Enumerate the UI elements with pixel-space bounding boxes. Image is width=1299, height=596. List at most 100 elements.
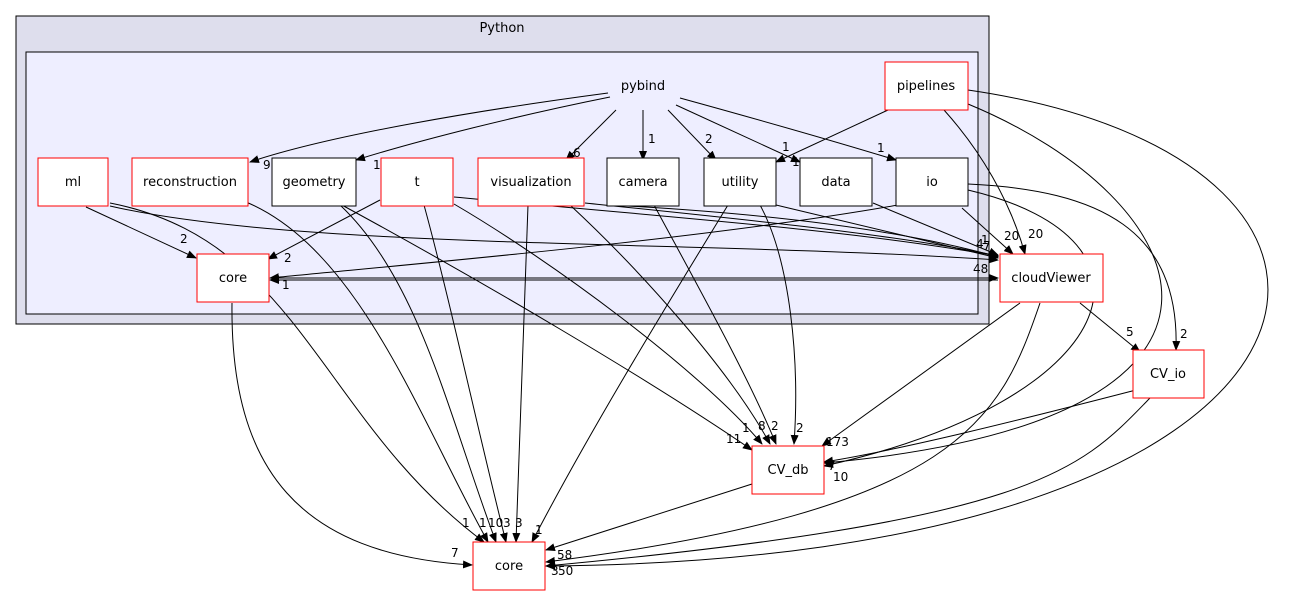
node-t-label: t [414,175,419,190]
node-camera[interactable]: camera [606,157,680,207]
edge-label: 9 [263,158,271,172]
edge-geometry-cvdb [339,203,753,451]
node-core-bottom-label: core [495,559,523,574]
edge-label: 173 [826,435,849,449]
edge-pybind-data [675,104,801,163]
edge-label: 1 [282,278,290,292]
edge-camera-cvdb [653,204,777,445]
edge-pybind-visualization [565,109,617,161]
edge-label: 2 [796,421,804,435]
node-data[interactable]: data [799,157,873,207]
edge-io-cvio [967,183,1181,351]
edge-utility-core [531,204,729,543]
edge-label: 3 [515,516,523,530]
edge-io-cloudviewer [961,207,1014,255]
edge-label: 48 [973,262,988,276]
node-utility-label: utility [722,175,759,190]
edge-visualization-cvdb [569,204,771,445]
edge-label: 1 [535,523,543,537]
edges [85,89,1269,570]
node-geometry[interactable]: geometry [271,157,357,207]
edge-t-cvdb [453,203,763,445]
edge-cloudviewer-cvio [1079,302,1141,353]
node-utility[interactable]: utility [703,157,777,207]
edge-label: 1 [648,132,656,146]
edge-cvio-core [545,397,1151,570]
edge-label: 58 [557,548,572,562]
edge-io-cvdb [823,189,1095,468]
node-visualization-label: visualization [490,175,571,190]
edge-pipelines-core [545,89,1269,570]
edge-label: 7 [828,459,836,473]
edge-label: 2 [180,232,188,246]
edge-pipelines-cloudviewer [943,109,1027,255]
edge-label: 8 [758,419,766,433]
node-t[interactable]: t [380,157,454,207]
edge-utility-cvdb [759,204,799,445]
edge-ml-core-bottom [109,202,485,543]
edge-label: 6 [573,146,581,160]
edge-ml-core [85,206,197,259]
edge-data-cloudviewer [872,202,999,256]
edge-ml-cloudviewer [109,205,999,264]
node-core-bottom[interactable]: core [472,541,546,591]
node-camera-label: camera [618,175,667,190]
node-ml[interactable]: ml [37,157,109,207]
edge-label: 10 [488,516,503,530]
edge-reconstruction-core [245,201,489,543]
edge-camera-cloudviewer [609,204,999,259]
node-reconstruction-label: reconstruction [143,175,237,190]
edge-labels: 9 1 6 1 2 1 1 1 20 20 2 2 1 48 4 1 7 5 2… [180,132,1188,578]
node-pybind-label: pybind [621,79,665,94]
edge-label: 2 [771,419,779,433]
edge-label: 20 [1004,229,1019,243]
edge-label: 2 [284,251,292,265]
node-io[interactable]: io [895,157,969,207]
edge-pipelines-utility [775,109,889,163]
edge-label: 1 [373,158,381,172]
node-pipelines[interactable]: pipelines [884,61,969,111]
node-io-label: io [926,175,938,190]
edge-geometry-core [339,204,497,543]
edge-label: 5 [1126,325,1134,339]
edge-pybind-geometry [355,96,611,162]
node-geometry-label: geometry [282,175,345,190]
edge-label: 1 [981,233,989,247]
edge-label: 3 [551,564,559,578]
node-cv-io-label: CV_io [1150,367,1186,382]
edge-label: 11 [726,432,741,446]
edge-cvdb-core [545,483,753,552]
edge-pybind-utility [667,109,717,161]
edge-visualization-core [512,204,529,543]
edge-label: 2 [1180,327,1188,341]
edge-cloudviewer-cvdb [821,302,1021,447]
node-data-label: data [821,175,850,190]
node-pybind[interactable]: pybind [621,79,665,94]
edge-t-core-bottom [423,204,508,543]
nodes: pybind pipelines ml reconstruction geome… [37,61,1205,591]
edge-core-inner-core [231,302,473,569]
edge-label: 7 [983,239,991,253]
edge-cloudviewer-core [545,302,1041,565]
node-cloudviewer[interactable]: cloudViewer [999,253,1104,303]
edge-label: 7 [451,546,459,560]
node-pipelines-label: pipelines [897,79,956,94]
edge-label: 1 [742,421,750,435]
node-cv-db[interactable]: CV_db [751,445,825,495]
node-reconstruction[interactable]: reconstruction [131,157,249,207]
edge-label: 50 [558,564,573,578]
node-visualization[interactable]: visualization [477,157,585,207]
node-core-inner-label: core [219,271,247,286]
node-cloudviewer-label: cloudViewer [1011,271,1091,286]
cluster-python-label: Python [479,21,524,36]
edge-cvio-cvdb [823,389,1137,465]
node-core-inner[interactable]: core [196,253,270,303]
node-cv-io[interactable]: CV_io [1132,349,1205,399]
node-cv-db-label: CV_db [768,463,809,478]
edge-label: 1 [792,155,800,169]
edge-label: 4 [976,237,984,251]
edge-pybind-reconstruction [249,92,609,163]
edge-t-core [267,199,381,260]
edge-pybind-io [679,97,897,162]
edge-label: 1 [479,516,487,530]
